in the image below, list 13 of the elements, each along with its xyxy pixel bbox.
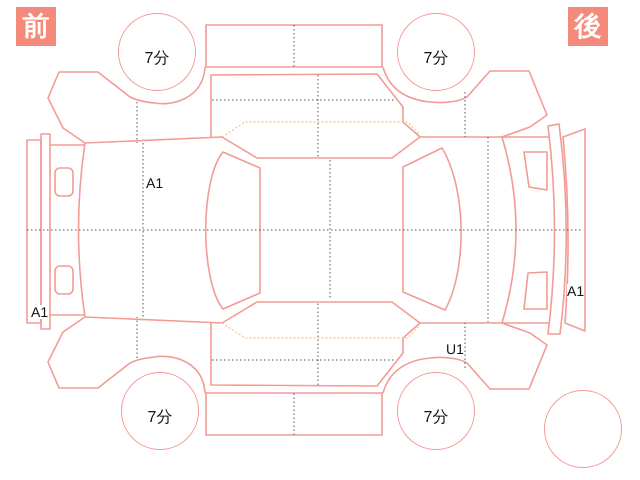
damage-code: U1 xyxy=(446,342,464,356)
side-marker-text: 前 xyxy=(22,12,50,41)
tread-value: 7分 xyxy=(424,50,448,68)
damage-code: A1 xyxy=(146,176,164,190)
damage-code: A1 xyxy=(31,305,48,319)
side-marker-text: 後 xyxy=(574,12,602,41)
tire-circle xyxy=(118,13,196,91)
tread-value: 7分 xyxy=(148,410,172,426)
tread-value: 7分 xyxy=(144,50,170,68)
tread-value: 7分 xyxy=(424,410,448,426)
side-marker xyxy=(568,7,608,46)
side-marker xyxy=(16,7,56,46)
damage-code: A1 xyxy=(567,284,584,298)
